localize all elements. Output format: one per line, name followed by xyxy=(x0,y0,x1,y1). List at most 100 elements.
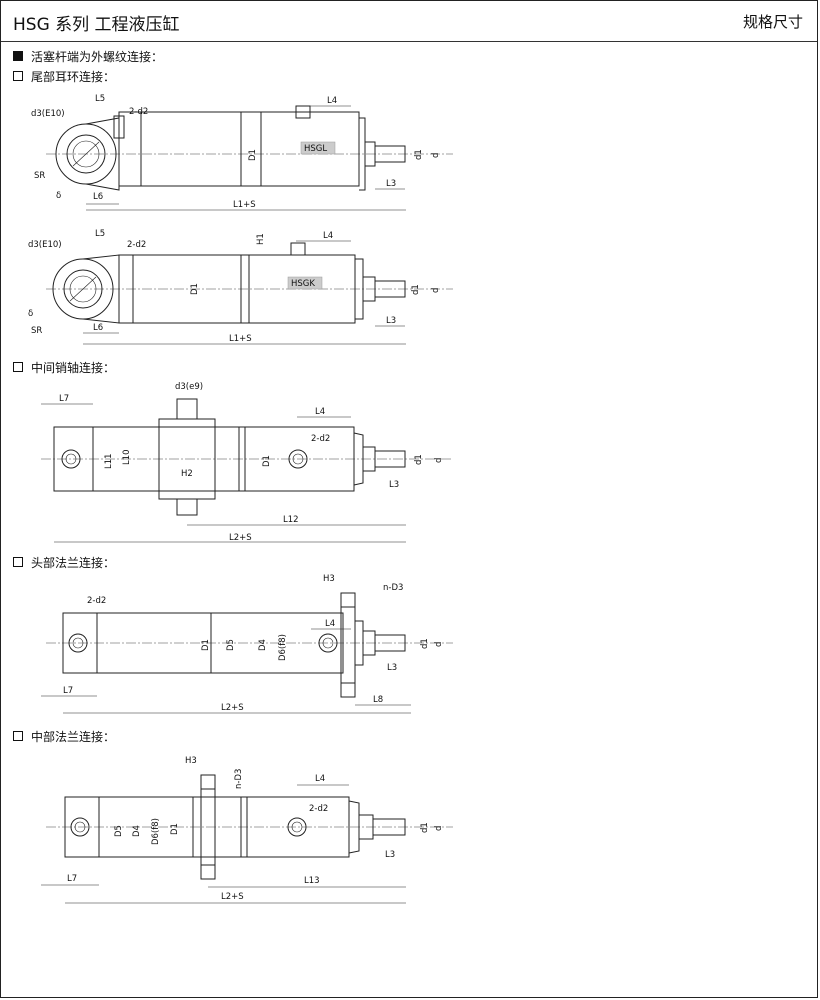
dim-D1: D1 xyxy=(262,455,272,467)
eye-pin xyxy=(69,275,97,303)
dim-H2: H2 xyxy=(181,469,193,479)
dim-d: d xyxy=(431,153,441,158)
cylinder-barrel xyxy=(118,111,360,187)
piston-rod xyxy=(374,450,406,468)
dim-SR: SR xyxy=(34,171,45,181)
dim-D5: D5 xyxy=(114,825,124,837)
dim-d3: d3(e9) xyxy=(175,382,203,392)
dim-d: d xyxy=(431,288,441,293)
dim-L4: L4 xyxy=(327,96,337,106)
dim-L4: L4 xyxy=(315,407,325,417)
port-hole xyxy=(318,633,338,653)
dim-d3: d3(E10) xyxy=(28,240,62,250)
dim-d1: d1 xyxy=(411,284,421,295)
square-icon xyxy=(13,557,23,567)
dim-d: d xyxy=(434,642,444,647)
section-main-label: 活塞杆端为外螺纹连接： xyxy=(31,50,164,64)
model-label: HSGK xyxy=(291,279,315,289)
cylinder-barrel xyxy=(62,612,344,674)
dim-L5: L5 xyxy=(95,94,105,104)
dim-2-d2: 2-d2 xyxy=(87,596,106,606)
dim-L12: L12 xyxy=(283,515,299,525)
eye-pin xyxy=(72,140,100,168)
dim-H3: H3 xyxy=(323,574,335,584)
dim-L2S: L2+S xyxy=(221,703,244,713)
dim-n-D3: n-D3 xyxy=(383,583,403,593)
dim-L11: L11 xyxy=(104,453,114,469)
section-mid-flange: 中部法兰连接： xyxy=(13,728,115,745)
filled-square-icon xyxy=(13,51,23,61)
dim-L8: L8 xyxy=(373,695,383,705)
rear-hole xyxy=(61,449,81,469)
section-head-flange: 头部法兰连接： xyxy=(13,554,115,571)
rear-hole xyxy=(68,633,88,653)
piston-rod xyxy=(372,818,406,836)
piston-rod xyxy=(374,280,406,298)
section-tail-label: 尾部耳环连接： xyxy=(31,70,116,84)
rear-hole xyxy=(70,817,90,837)
dim-delta: δ xyxy=(28,309,33,319)
model-label-box xyxy=(300,141,336,155)
dim-L7: L7 xyxy=(59,394,69,404)
port-hole xyxy=(288,449,308,469)
section-tail: 尾部耳环连接： xyxy=(13,68,115,85)
model-label: HSGL xyxy=(304,144,327,154)
document-title: HSG 系列 工程液压缸 xyxy=(13,15,180,35)
dim-d1: d1 xyxy=(414,149,424,160)
port-hole xyxy=(287,817,307,837)
eye-bore xyxy=(63,269,103,309)
cylinder-barrel xyxy=(53,426,355,492)
dim-D1: D1 xyxy=(190,283,200,295)
header-right-label: 规格尺寸 xyxy=(742,13,803,31)
drawing-tail-hsgk: HSGK D1 H1 d3(E10) L5 2-d2 L4 d1 d δ SR … xyxy=(28,229,453,345)
trunnion-pin-bottom xyxy=(176,498,198,516)
cylinder-barrel xyxy=(118,254,356,324)
drawing-head-flange: H3 n-D3 2-d2 L4 D1 D5 D4 D6(f8) d1 d L3 … xyxy=(41,574,453,714)
dim-L2S: L2+S xyxy=(229,533,252,543)
drawing-mid-flange: H3 n-D3 L4 2-d2 D5 D4 D6(f8) D1 d1 d L3 … xyxy=(41,756,453,904)
dim-d: d xyxy=(434,458,444,463)
dim-L3: L3 xyxy=(385,850,395,860)
dim-n-D3: n-D3 xyxy=(234,769,244,789)
dim-D5: D5 xyxy=(226,639,236,651)
dim-D1: D1 xyxy=(170,823,180,835)
section-trunnion: 中间销轴连接： xyxy=(13,359,115,376)
dim-L5: L5 xyxy=(95,229,105,239)
dim-L13: L13 xyxy=(304,876,320,886)
dim-L4: L4 xyxy=(325,619,335,629)
dim-D1: D1 xyxy=(248,149,258,161)
section-trunnion-label: 中间销轴连接： xyxy=(31,361,116,375)
dim-L3: L3 xyxy=(387,663,397,673)
section-mid-flange-label: 中部法兰连接： xyxy=(31,730,116,744)
dim-L4: L4 xyxy=(323,231,333,241)
square-icon xyxy=(13,71,23,81)
dim-d1: d1 xyxy=(420,638,430,649)
dim-H1: H1 xyxy=(256,233,266,245)
dim-2-d2: 2-d2 xyxy=(309,804,328,814)
dim-delta: δ xyxy=(56,191,61,201)
dim-D4: D4 xyxy=(258,639,268,651)
drawing-trunnion: d3(e9) L7 L4 2-d2 L11 L10 D1 H2 d1 d L3 … xyxy=(41,382,453,543)
dim-2-d2: 2-d2 xyxy=(311,434,330,444)
dim-2-d2: 2-d2 xyxy=(129,107,148,117)
trunnion-pin-top xyxy=(176,398,198,420)
dim-L6: L6 xyxy=(93,192,103,202)
eye-bore xyxy=(66,134,106,174)
section-main: 活塞杆端为外螺纹连接： xyxy=(13,48,163,65)
dim-L3: L3 xyxy=(389,480,399,490)
dim-2-d2: 2-d2 xyxy=(127,240,146,250)
dim-D1: D1 xyxy=(201,639,211,651)
dim-H3: H3 xyxy=(185,756,197,766)
dim-L7: L7 xyxy=(63,686,73,696)
dim-L4: L4 xyxy=(315,774,325,784)
dim-L1S: L1+S xyxy=(229,334,252,344)
model-label-box xyxy=(287,276,323,290)
cylinder-barrel xyxy=(64,796,350,858)
header-bar: HSG 系列 工程液压缸 规格尺寸 xyxy=(1,1,817,42)
section-head-flange-label: 头部法兰连接： xyxy=(31,556,116,570)
piston-rod xyxy=(374,145,406,163)
dim-D6: D6(f8) xyxy=(151,818,161,845)
dim-D4: D4 xyxy=(132,825,142,837)
dim-L1S: L1+S xyxy=(233,200,256,210)
